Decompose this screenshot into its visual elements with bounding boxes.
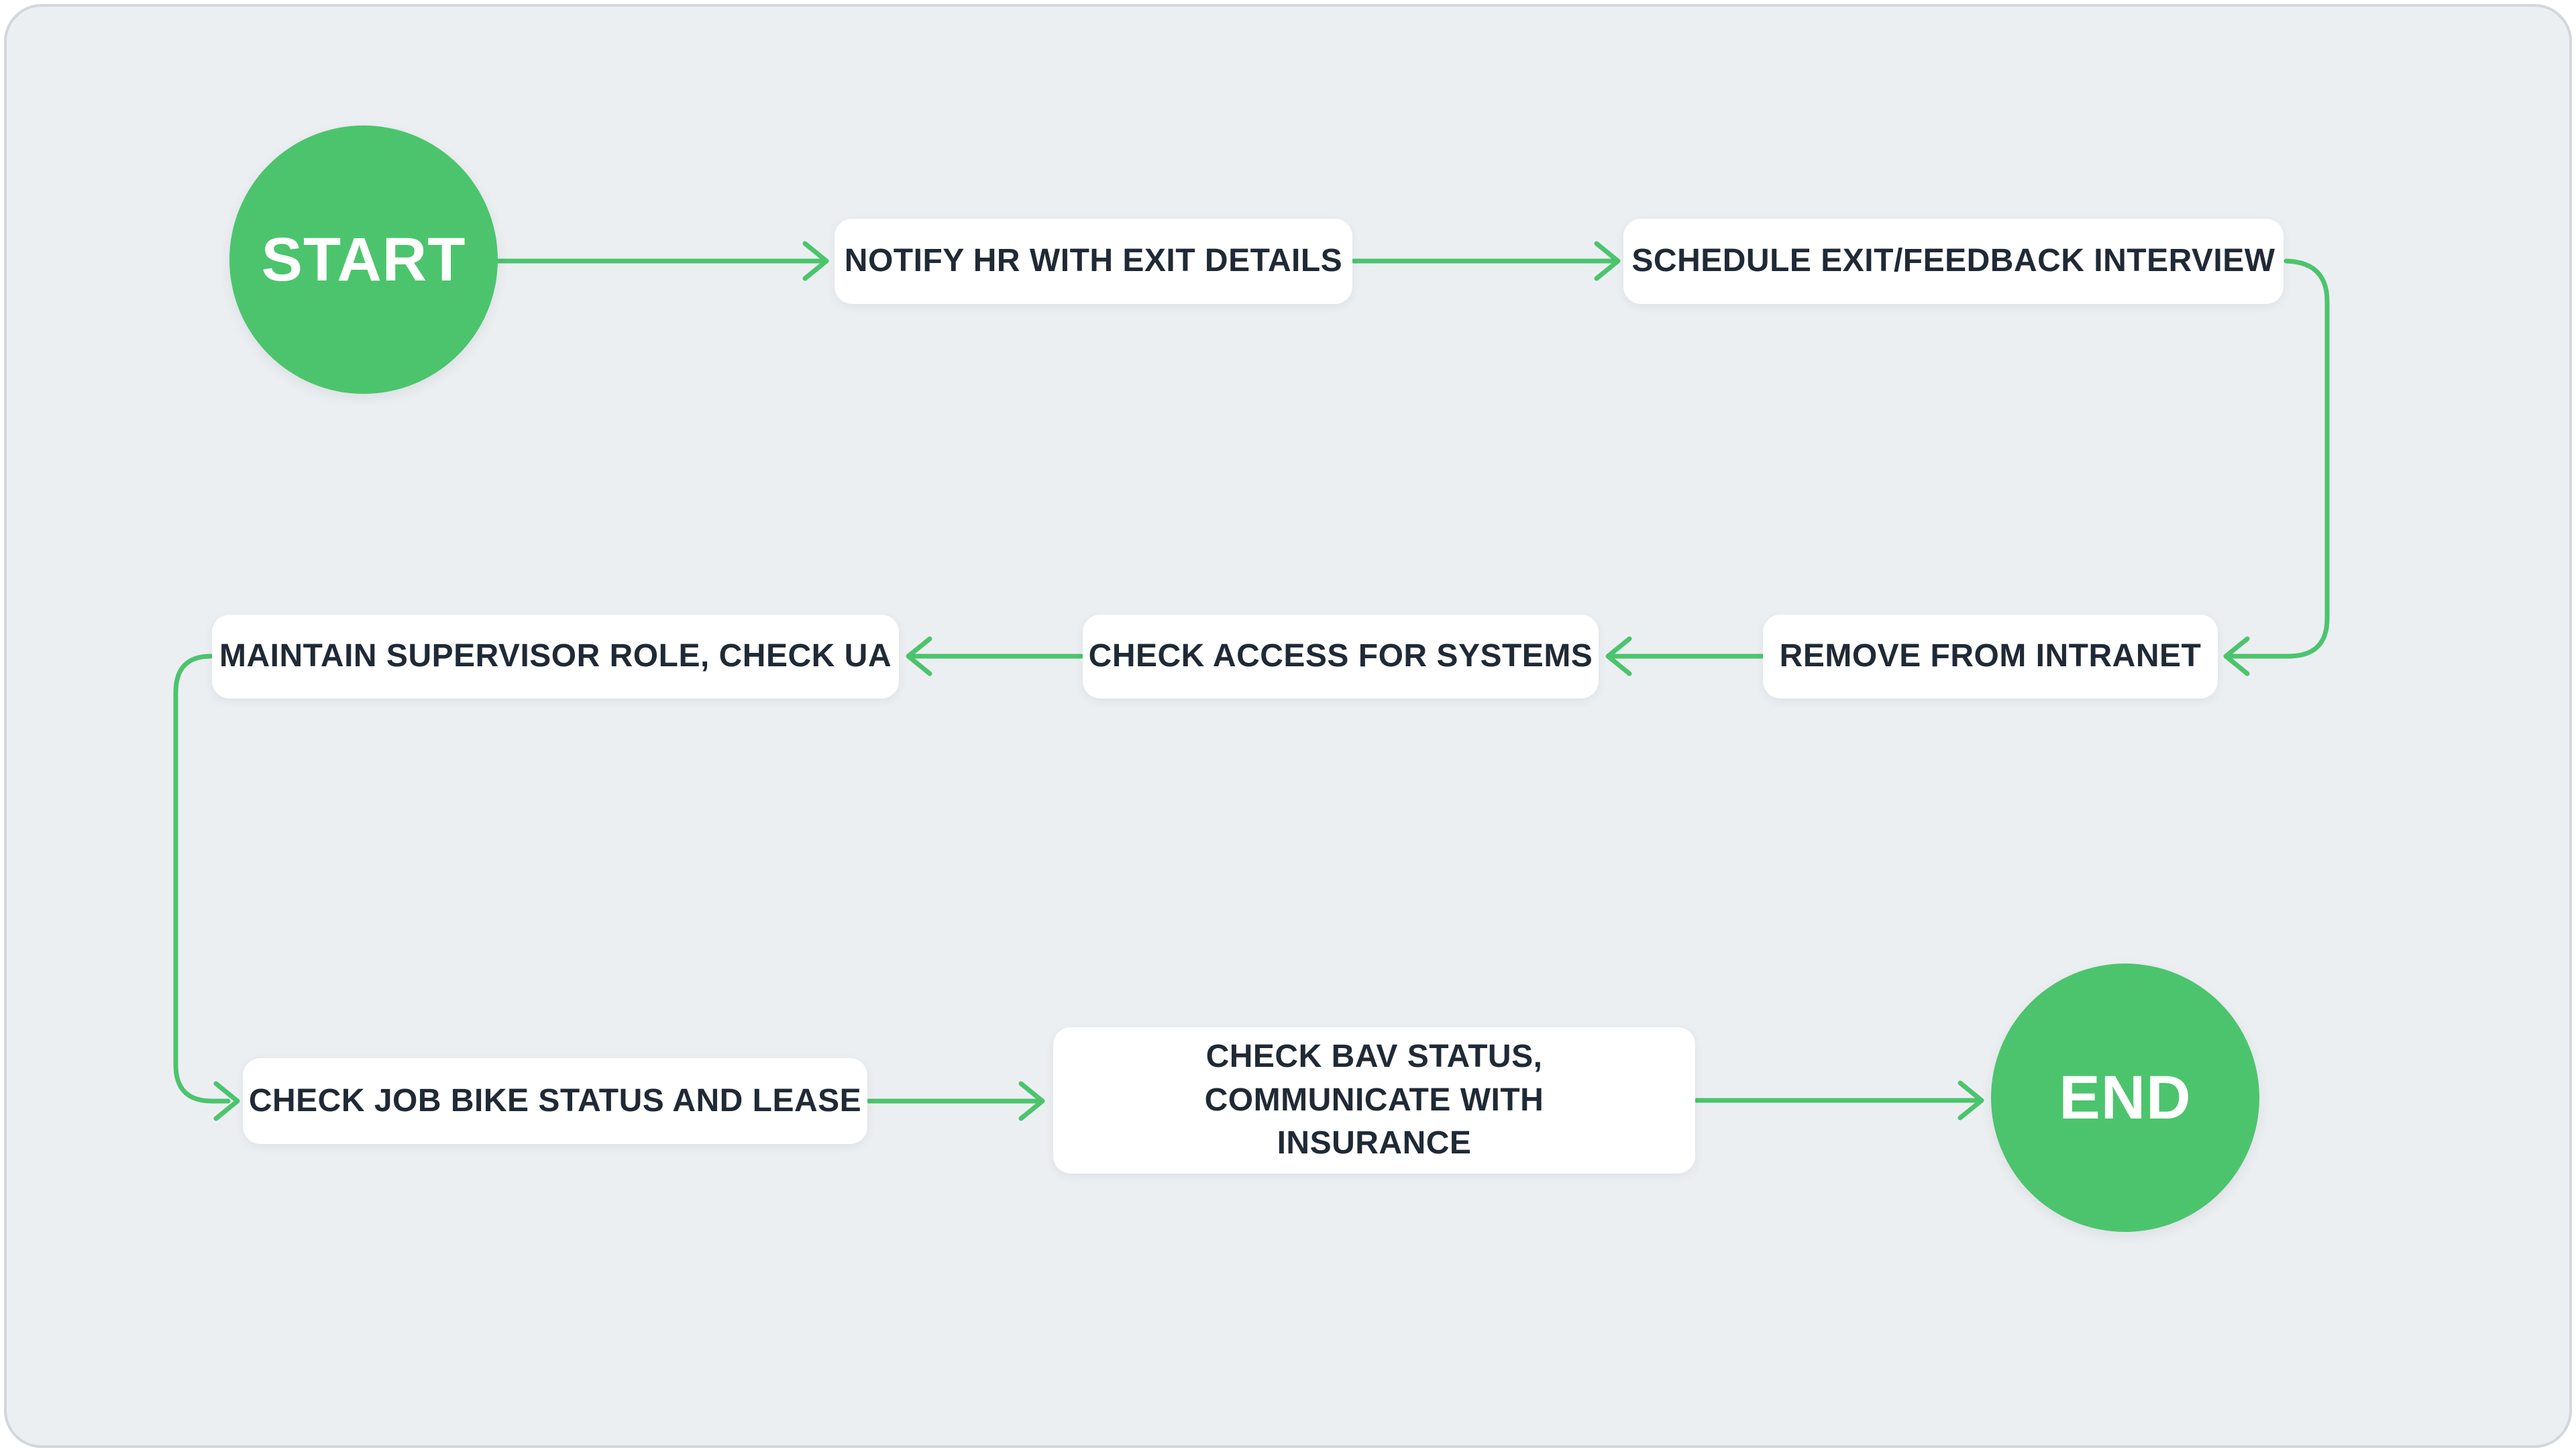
edge-notify-hr-to-schedule-interview — [1351, 241, 1621, 281]
node-schedule-interview[interactable]: SCHEDULE EXIT/FEEDBACK INTERVIEW — [1623, 219, 2284, 304]
node-check-job-bike[interactable]: CHECK JOB BIKE STATUS AND LEASE — [243, 1058, 867, 1144]
edge-check-bav-to-end — [1694, 1080, 1984, 1121]
node-maintain-supervisor[interactable]: MAINTAIN SUPERVISOR ROLE, CHECK UA — [212, 615, 899, 698]
node-check-bav-label: CHECK BAV STATUS, COMMUNICATE WITH INSUR… — [1204, 1038, 1544, 1161]
edge-remove-intranet-to-check-access — [1605, 636, 1764, 676]
node-check-bav[interactable]: CHECK BAV STATUS, COMMUNICATE WITH INSUR… — [1053, 1027, 1695, 1174]
edge-schedule-interview-to-remove-intranet — [2223, 258, 2330, 676]
node-maintain-supervisor-label: MAINTAIN SUPERVISOR ROLE, CHECK UA — [219, 638, 892, 674]
edge-maintain-supervisor-to-check-job-bike — [173, 654, 240, 1121]
edge-start-to-notify-hr — [495, 241, 829, 281]
edge-check-job-bike-to-check-bav — [866, 1081, 1045, 1121]
node-check-access-label: CHECK ACCESS FOR SYSTEMS — [1088, 638, 1593, 674]
node-start[interactable]: START — [229, 125, 498, 394]
node-notify-hr-label: NOTIFY HR WITH EXIT DETAILS — [844, 243, 1343, 279]
node-check-job-bike-label: CHECK JOB BIKE STATUS AND LEASE — [248, 1082, 862, 1119]
node-end-label: END — [2059, 1063, 2192, 1132]
node-start-label: START — [261, 225, 466, 294]
node-schedule-interview-label: SCHEDULE EXIT/FEEDBACK INTERVIEW — [1631, 243, 2275, 279]
node-check-access[interactable]: CHECK ACCESS FOR SYSTEMS — [1083, 615, 1599, 698]
node-remove-intranet[interactable]: REMOVE FROM INTRANET — [1763, 615, 2218, 698]
node-notify-hr[interactable]: NOTIFY HR WITH EXIT DETAILS — [835, 219, 1352, 304]
node-end[interactable]: END — [1991, 964, 2259, 1232]
edge-check-access-to-maintain-supervisor — [906, 636, 1084, 676]
node-remove-intranet-label: REMOVE FROM INTRANET — [1779, 638, 2202, 674]
